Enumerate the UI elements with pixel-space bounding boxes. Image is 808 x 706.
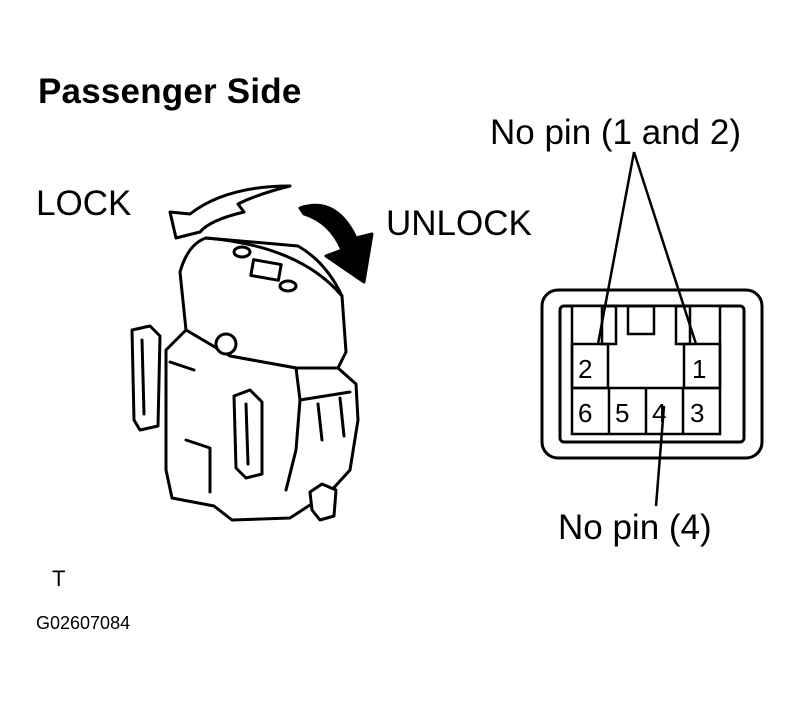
connector-inner-face — [558, 304, 746, 444]
connector-diagram — [540, 288, 764, 460]
connector-outer-housing — [540, 288, 764, 460]
pin-label-6: 6 — [578, 398, 592, 428]
pin-label-2: 2 — [578, 354, 592, 384]
pin-labels: 2 1 6 5 4 3 — [578, 354, 706, 428]
lock-label: LOCK — [36, 184, 132, 223]
pin-label-1: 1 — [692, 354, 706, 384]
pin-label-5: 5 — [615, 398, 629, 428]
no-pin-1-2-callout: No pin (1 and 2) — [490, 113, 741, 152]
lock-arrow-icon — [168, 184, 292, 240]
door-lock-switch-illustration — [130, 184, 374, 522]
callout-leader-lines — [596, 151, 698, 507]
figure-code: G02607084 — [36, 613, 131, 633]
no-pin-4-callout: No pin (4) — [558, 508, 712, 547]
unlock-arrow-icon — [298, 203, 374, 284]
unlock-label: UNLOCK — [386, 204, 532, 243]
t-mark: T — [52, 566, 66, 591]
page-title: Passenger Side — [38, 72, 302, 111]
pin-label-3: 3 — [690, 398, 704, 428]
